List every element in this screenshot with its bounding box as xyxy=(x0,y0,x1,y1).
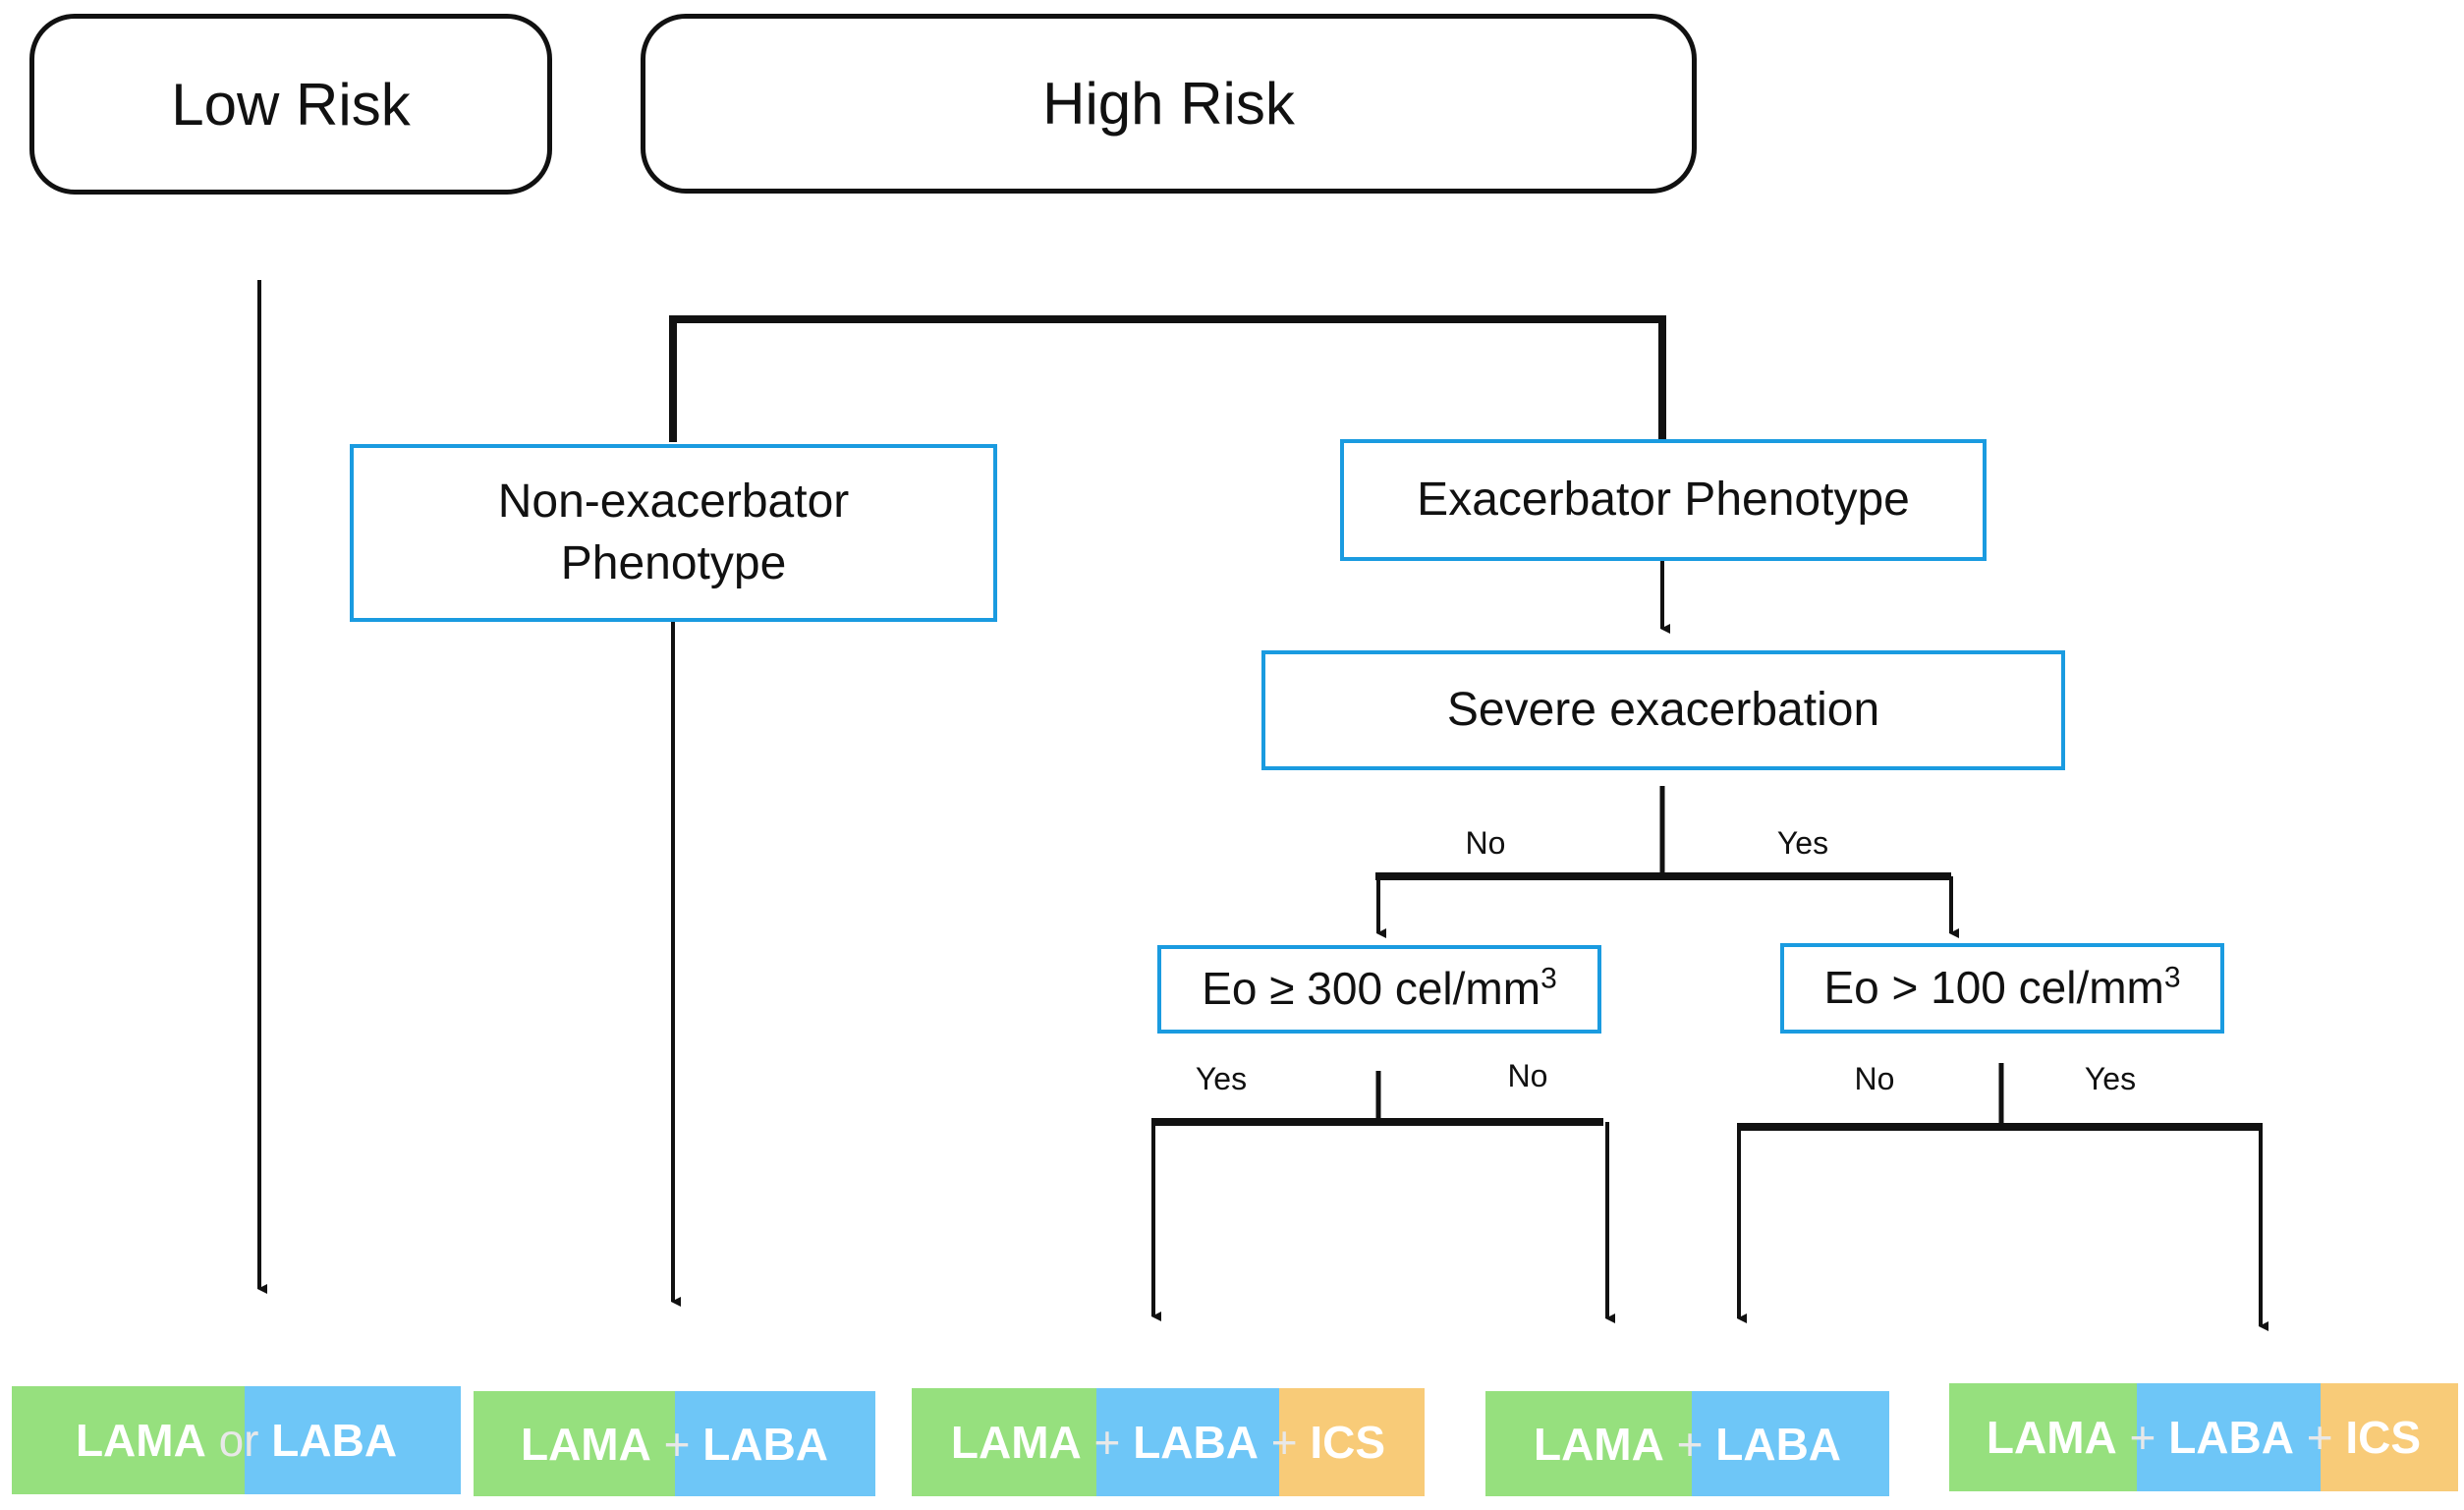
exacerbator-node: Exacerbator Phenotype xyxy=(1340,439,1987,561)
treatment-3-plus-2: + xyxy=(1270,1417,1298,1468)
eo300-yes-label: Yes xyxy=(1195,1061,1248,1096)
treatment-3-plus-1: + xyxy=(1093,1417,1121,1468)
exacerbator-label: Exacerbator Phenotype xyxy=(1417,473,1910,526)
treatment-1-or: or xyxy=(218,1415,259,1466)
eo300-no-label: No xyxy=(1507,1058,1548,1093)
severe-exacerbation-label: Severe exacerbation xyxy=(1446,683,1880,736)
laba-segment xyxy=(245,1386,461,1494)
non-exacerbator-label-line2: Phenotype xyxy=(560,536,787,589)
low-risk-label: Low Risk xyxy=(171,71,411,138)
high-risk-box: High Risk xyxy=(641,14,1697,194)
treatment-lama-plus-laba-1: LAMA + LABA xyxy=(474,1391,875,1496)
ics-segment xyxy=(2321,1383,2458,1491)
high-risk-bracket xyxy=(669,315,1666,442)
treatment-lama-or-laba: LAMA or LABA xyxy=(12,1386,461,1494)
treatment-5-plus-1: + xyxy=(2129,1412,2156,1463)
laba-segment xyxy=(2137,1383,2321,1491)
high-risk-label: High Risk xyxy=(1042,71,1295,137)
treatment-5-plus-2: + xyxy=(2306,1412,2333,1463)
eo100-superscript: 3 xyxy=(2163,961,2181,994)
ics-segment xyxy=(1279,1388,1425,1496)
severe-exacerbation-node: Severe exacerbation xyxy=(1261,650,2065,770)
treatment-4-laba: LABA xyxy=(1715,1418,1842,1470)
treatment-4-lama: LAMA xyxy=(1533,1418,1664,1470)
severe-yes-label: Yes xyxy=(1776,825,1829,861)
low-risk-box: Low Risk xyxy=(29,14,552,195)
eo300-node: Eo ≥ 300 cel/mm3 xyxy=(1157,945,1601,1034)
eo300-label: Eo ≥ 300 cel/mm xyxy=(1202,963,1541,1015)
lama-segment xyxy=(1485,1391,1692,1496)
treatment-5-ics: ICS xyxy=(2345,1412,2422,1463)
treatment-5-laba: LABA xyxy=(2168,1412,2294,1463)
treatment-2-lama: LAMA xyxy=(520,1418,651,1470)
treatment-1-lama: LAMA xyxy=(75,1415,206,1466)
eo100-label: Eo > 100 cel/mm xyxy=(1823,962,2164,1014)
treatment-3-lama: LAMA xyxy=(950,1417,1082,1468)
laba-segment xyxy=(1692,1391,1889,1496)
treatment-3-laba: LABA xyxy=(1133,1417,1259,1468)
treatment-2-plus: + xyxy=(663,1418,691,1470)
lama-segment xyxy=(474,1391,675,1496)
treatment-4-plus: + xyxy=(1676,1418,1704,1470)
treatment-lama-laba-ics-1: LAMA + LABA + ICS xyxy=(912,1388,1425,1496)
non-exacerbator-label-line1: Non-exacerbator xyxy=(497,475,850,529)
lama-segment xyxy=(912,1388,1096,1496)
treatment-lama-plus-laba-2: LAMA + LABA xyxy=(1485,1391,1889,1496)
treatment-3-ics: ICS xyxy=(1310,1417,1386,1468)
lama-segment xyxy=(1949,1383,2137,1491)
eo100-no-label: No xyxy=(1854,1061,1895,1096)
treatment-5-lama: LAMA xyxy=(1986,1412,2117,1463)
treatment-1-laba: LABA xyxy=(271,1415,398,1466)
treatment-2-laba: LABA xyxy=(702,1418,829,1470)
eo100-node: Eo > 100 cel/mm3 xyxy=(1780,943,2224,1034)
laba-segment xyxy=(1096,1388,1279,1496)
eo100-yes-label: Yes xyxy=(2084,1061,2137,1096)
non-exacerbator-node: Non-exacerbator Phenotype xyxy=(350,444,997,622)
lama-segment xyxy=(12,1386,245,1494)
treatment-lama-laba-ics-2: LAMA + LABA + ICS xyxy=(1949,1383,2458,1491)
laba-segment xyxy=(675,1391,875,1496)
eo300-superscript: 3 xyxy=(1540,962,1557,995)
severe-no-label: No xyxy=(1465,825,1506,861)
